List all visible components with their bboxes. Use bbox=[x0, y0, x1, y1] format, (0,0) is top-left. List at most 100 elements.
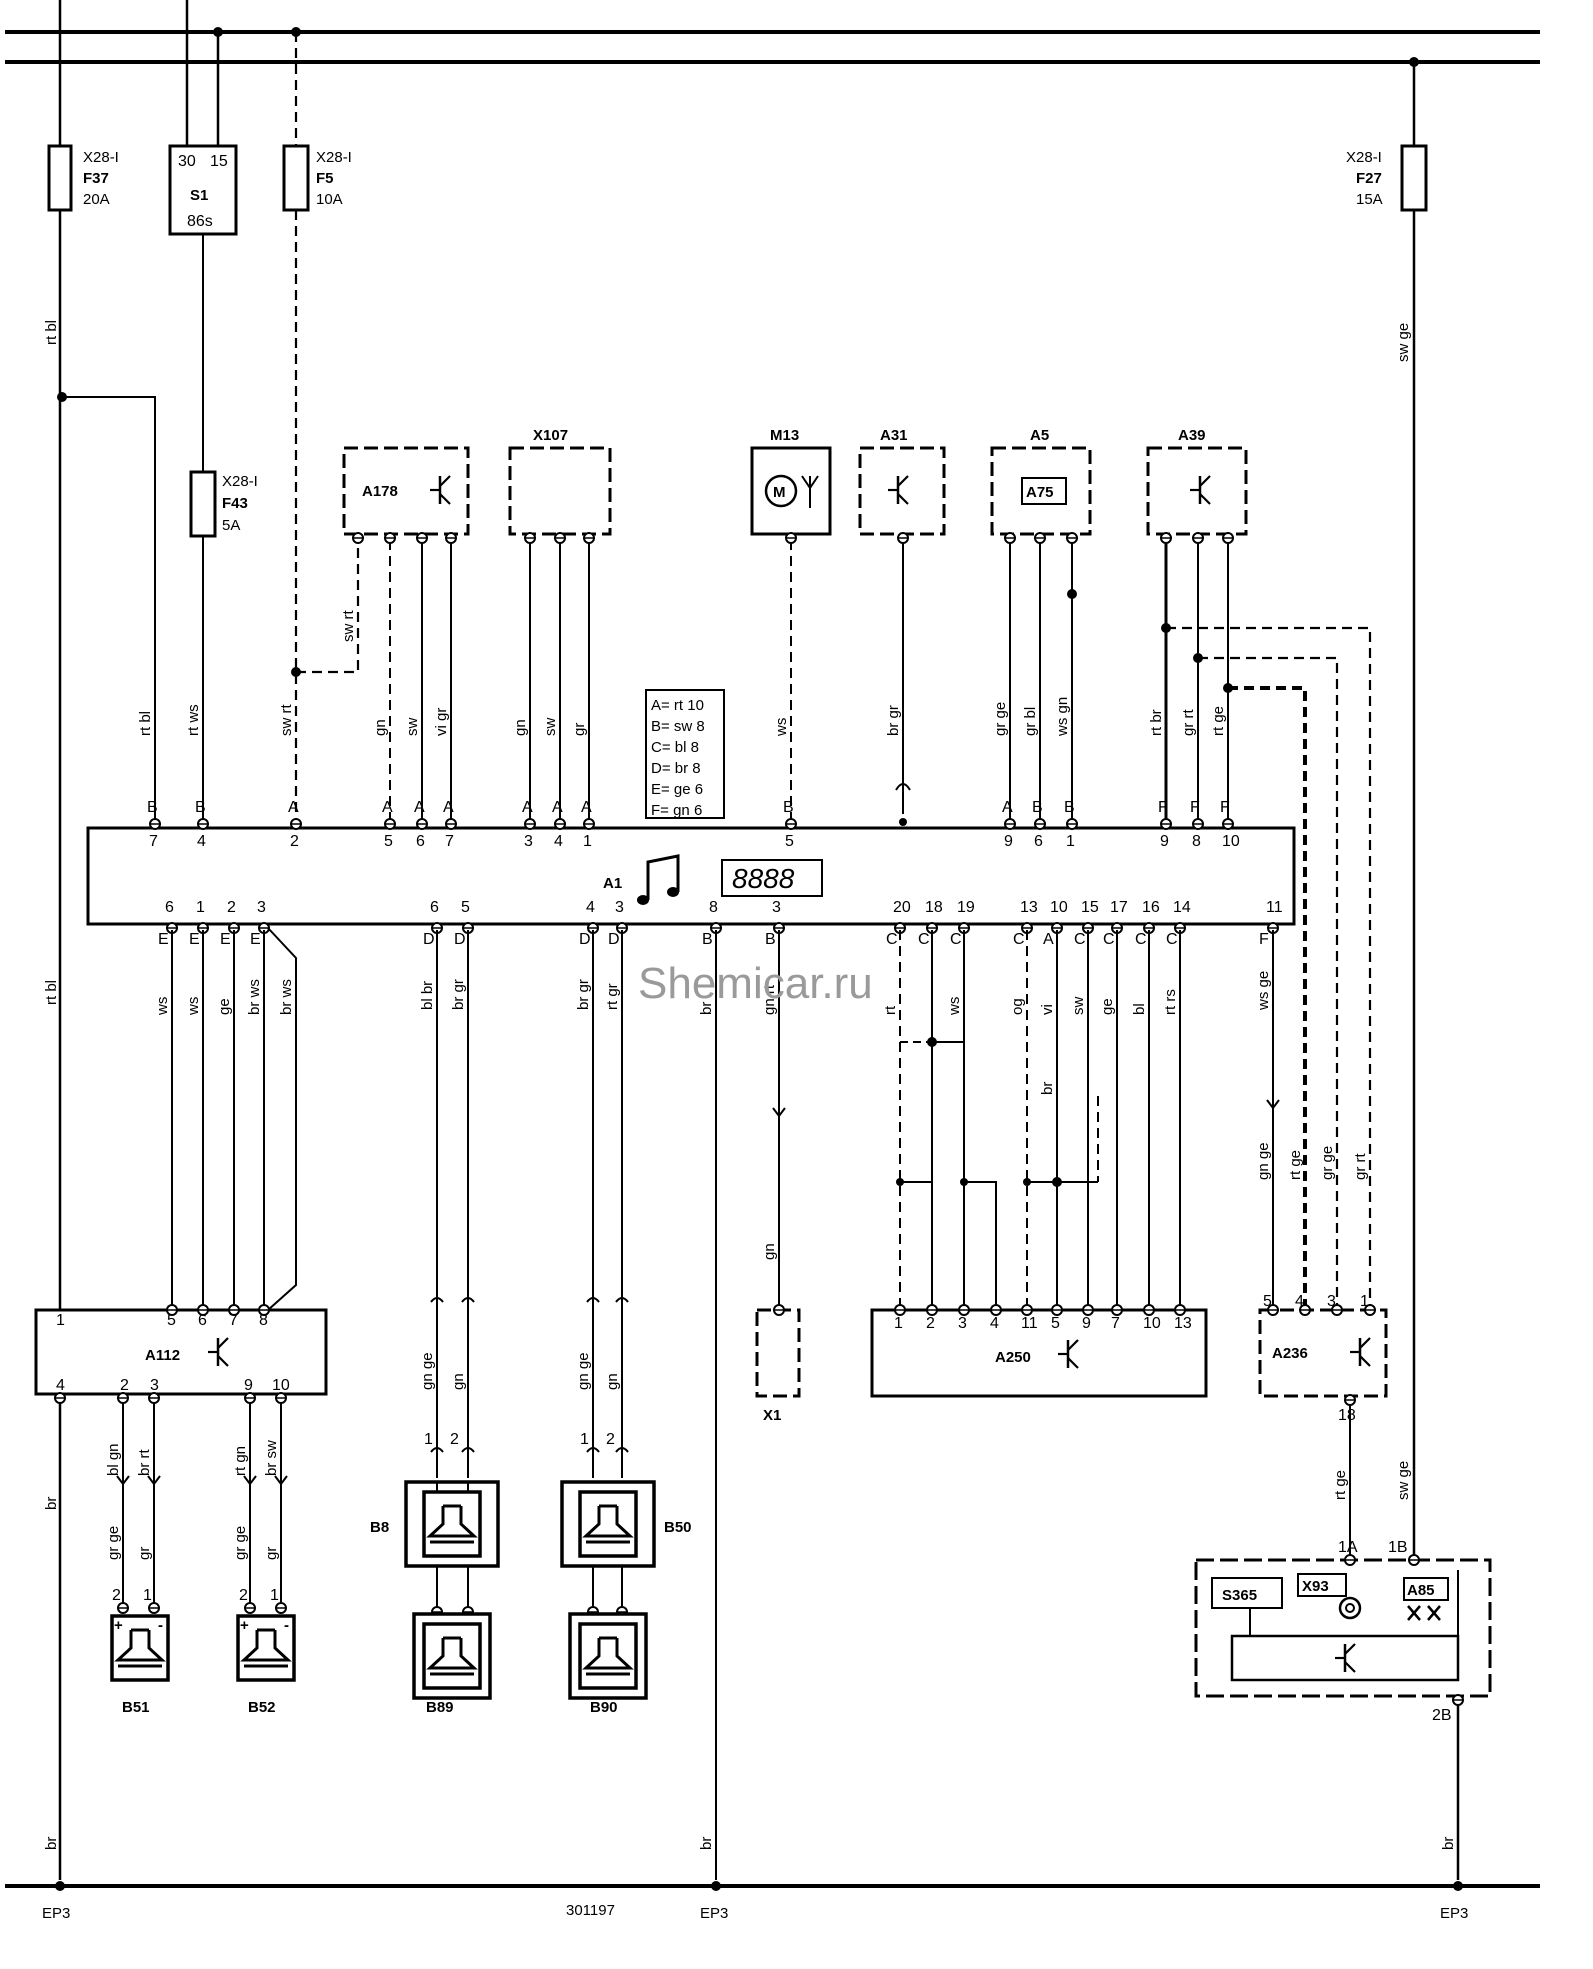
a75-label: A75 bbox=[1026, 484, 1054, 501]
module-s365: 1A 1B S365 X93 A85 2B bbox=[1194, 1539, 1492, 1880]
b52-label: B52 bbox=[248, 1699, 276, 1716]
wire-label-gr-1: gr bbox=[571, 723, 588, 736]
x93-label: X93 bbox=[1302, 1578, 1329, 1595]
a1-top-pin-number: 1 bbox=[583, 833, 592, 850]
wire-label-rtrs: rt rs bbox=[1162, 989, 1179, 1015]
a1-top-pin-letter: A bbox=[552, 799, 563, 816]
component-a236: A236 5 4 3 1 18 bbox=[1258, 1293, 1388, 1556]
speaker-b51: 2 1 + - B51 bbox=[110, 1587, 170, 1716]
speaker-b90: B90 bbox=[568, 1606, 648, 1716]
speaker-group-b8 bbox=[430, 930, 475, 1478]
a1-top-pin-letter: A bbox=[288, 799, 299, 816]
wire-label-brsw: br sw bbox=[263, 1440, 280, 1476]
x107-label: X107 bbox=[533, 427, 568, 444]
a250-pin: 9 bbox=[1082, 1315, 1091, 1332]
a1-bottom-pin-number: 1 bbox=[196, 899, 205, 916]
a1-bottom-pin-number: 20 bbox=[893, 899, 911, 916]
module-pin-1a: 1A bbox=[1338, 1539, 1358, 1556]
component-a178: A178 bbox=[342, 446, 470, 820]
wire-label-grrt-2: gr rt bbox=[1352, 1153, 1369, 1181]
wire-label-br-1: br bbox=[43, 1497, 60, 1510]
a1-top-pin-number: 1 bbox=[1066, 833, 1075, 850]
wire-label-vi: vi bbox=[1039, 1004, 1056, 1015]
b51-label: B51 bbox=[122, 1699, 150, 1716]
a236-pin-4: 4 bbox=[1295, 1293, 1304, 1310]
wire-label-bl: bl bbox=[1131, 1003, 1148, 1015]
a250-label: A250 bbox=[995, 1349, 1031, 1366]
module-pin-1b: 1B bbox=[1388, 1539, 1408, 1556]
wire-label-grbl: gr bl bbox=[1022, 707, 1039, 736]
a250-pin: 10 bbox=[1143, 1315, 1161, 1332]
wire-label-rtbl-1: rt bl bbox=[43, 320, 60, 345]
a112-label: A112 bbox=[145, 1347, 180, 1364]
a1-label: A1 bbox=[603, 875, 622, 892]
wire-label-gn-1: gn bbox=[372, 719, 389, 736]
m13-label: M13 bbox=[770, 427, 799, 444]
a1-bottom-pin-letter: B bbox=[765, 931, 776, 948]
a1-top-pin-letter: A bbox=[414, 799, 425, 816]
wire-label-gnge-1: gn ge bbox=[419, 1352, 436, 1390]
wire-label-br-2: br bbox=[43, 1837, 60, 1850]
drawing-number: 301197 bbox=[566, 1902, 615, 1919]
a39-label: A39 bbox=[1178, 427, 1206, 444]
svg-text:-: - bbox=[284, 1617, 289, 1634]
a1-display: 8888 bbox=[732, 863, 795, 894]
legend-f: F= gn 6 bbox=[651, 802, 702, 819]
wire-label-ge-1: ge bbox=[216, 998, 233, 1015]
a1-top-pin-letter: F bbox=[1190, 799, 1200, 816]
f27-connector-label: X28-I bbox=[1346, 149, 1382, 166]
b52-pin-2: 2 bbox=[239, 1587, 248, 1604]
x1-label: X1 bbox=[763, 1407, 781, 1424]
wire-label-brgr: br gr bbox=[885, 705, 902, 736]
wire-label-rtbr-1: rt br bbox=[1148, 709, 1165, 736]
a1-bottom-pin-number: 6 bbox=[430, 899, 439, 916]
speaker-b8: B8 bbox=[370, 1480, 500, 1568]
a1-bottom-pin-number: 18 bbox=[925, 899, 943, 916]
a250-pin: 4 bbox=[990, 1315, 999, 1332]
wire-label-wsgn: ws gn bbox=[1054, 697, 1071, 737]
wire-label-br-4: br bbox=[698, 1837, 715, 1850]
component-a39: A39 bbox=[1146, 427, 1372, 1310]
ground-label-right: EP3 bbox=[1440, 1905, 1468, 1922]
a1-top-pin-letter: A bbox=[443, 799, 454, 816]
a1-top-pin-number: 4 bbox=[554, 833, 563, 850]
wire-label-rtgn: rt gn bbox=[232, 1446, 249, 1476]
b50-pin-2: 2 bbox=[606, 1431, 615, 1448]
a1-bottom-pin-letter: D bbox=[454, 931, 466, 948]
s1-pin-30: 30 bbox=[178, 153, 196, 170]
svg-text:M: M bbox=[773, 484, 786, 501]
wire-label-brgr-2: br gr bbox=[450, 979, 467, 1010]
a31-label: A31 bbox=[880, 427, 908, 444]
wire-label-wsge: ws ge bbox=[1255, 971, 1272, 1011]
a1-bottom-pin-letter: F bbox=[1259, 931, 1269, 948]
wire-label-brgr-3: br gr bbox=[575, 979, 592, 1010]
a1-bottom-pin-letter: E bbox=[250, 931, 261, 948]
f37-connector-label: X28-I bbox=[83, 149, 119, 166]
a236-pin-18: 18 bbox=[1338, 1407, 1356, 1424]
a1-top-pin-letter: F bbox=[1158, 799, 1168, 816]
a1-top-pin-number: 7 bbox=[445, 833, 454, 850]
a112-pin-9: 9 bbox=[244, 1377, 253, 1394]
svg-text:-: - bbox=[158, 1617, 163, 1634]
a5-label: A5 bbox=[1030, 427, 1049, 444]
watermark: Shemicar.ru bbox=[638, 959, 873, 1008]
wire-label-ge-2: ge bbox=[1099, 998, 1116, 1015]
wire-label-sw-2: sw bbox=[542, 718, 559, 737]
a85-label: A85 bbox=[1407, 1582, 1435, 1599]
a1-top-pin-number: 9 bbox=[1160, 833, 1169, 850]
wire-label-gn-4: gn bbox=[604, 1373, 621, 1390]
wire-label-gr-2: gr bbox=[136, 1547, 153, 1560]
a1-top-pin-letter: A bbox=[581, 799, 592, 816]
speaker-b50: B50 bbox=[560, 1480, 692, 1568]
a178-label: A178 bbox=[362, 483, 398, 500]
f43-connector-label: X28-I bbox=[222, 473, 258, 490]
a1-bottom-pin-letter: D bbox=[579, 931, 591, 948]
component-a31: A31 bbox=[858, 427, 946, 826]
a250-pin: 7 bbox=[1111, 1315, 1120, 1332]
legend-d: D= br 8 bbox=[651, 760, 701, 777]
wire-label-gn-3: gn bbox=[450, 1373, 467, 1390]
a1-top-pin-letter: B bbox=[783, 799, 794, 816]
wires-a1-a112 bbox=[171, 927, 297, 1311]
a250-pin: 3 bbox=[958, 1315, 967, 1332]
a1-top-pin-number: 9 bbox=[1004, 833, 1013, 850]
